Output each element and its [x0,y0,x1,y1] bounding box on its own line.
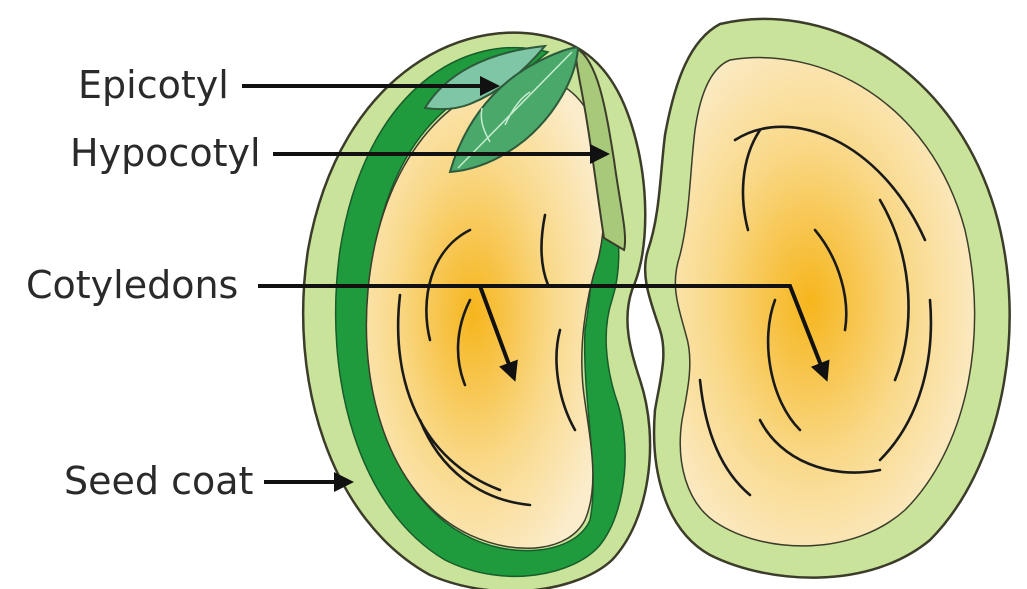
label-cotyledons: Cotyledons [26,263,238,307]
label-seed-coat-group: Seed coat [64,459,350,503]
left-seed-half [303,33,650,589]
label-epicotyl: Epicotyl [78,63,229,107]
label-hypocotyl: Hypocotyl [70,131,261,175]
right-seed-half [645,19,1010,578]
label-seed-coat: Seed coat [64,459,253,503]
